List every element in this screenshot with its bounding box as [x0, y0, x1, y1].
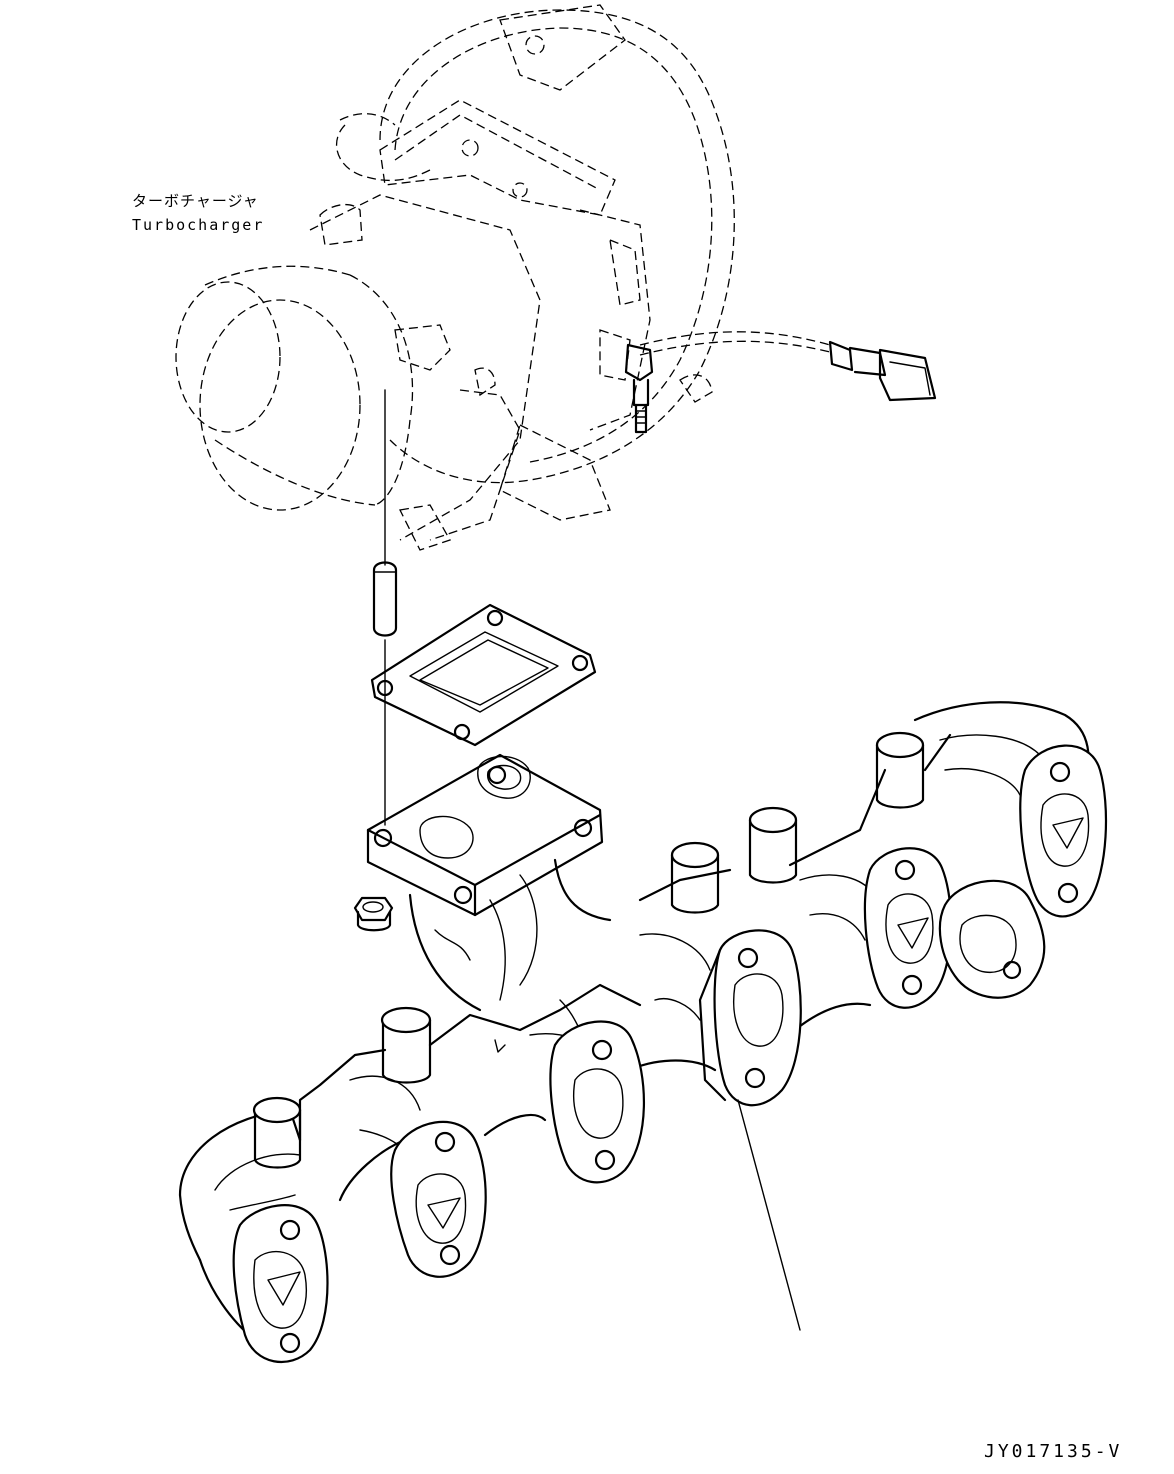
exhaust-manifold: [178, 701, 1108, 1364]
turbocharger-label-japanese: ターボチャージャ: [132, 192, 259, 210]
turbocharger-label-english: Turbocharger: [132, 216, 265, 234]
mounting-nut: [353, 896, 394, 932]
drawing-id: JY017135-V: [984, 1441, 1123, 1462]
turbocharger-phantom: [175, 4, 831, 551]
dowel-pin: [372, 389, 398, 826]
temperature-sensor: [624, 340, 937, 434]
manifold-leader-line: [737, 1099, 801, 1331]
gasket: [370, 603, 597, 747]
